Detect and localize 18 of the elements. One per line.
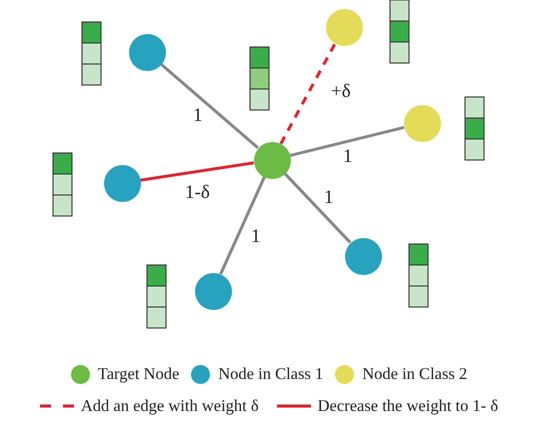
- edge-line: [140, 161, 254, 182]
- target-node-circle: [254, 142, 290, 178]
- edge-line: [279, 42, 337, 144]
- graph-node-circle: [344, 238, 382, 274]
- graph-node-circle: [128, 34, 166, 70]
- edge-line: [290, 126, 404, 158]
- edge-line: [160, 62, 259, 150]
- legend-text: Decrease the weight to 1- δ: [318, 396, 498, 416]
- graph-node-circle: [404, 104, 440, 142]
- legend-text: Target Node: [98, 364, 180, 384]
- legend-text: Node in Class 1: [218, 364, 324, 384]
- graph-node-circle: [194, 272, 232, 310]
- graph-node-circle: [104, 164, 140, 202]
- edge-line: [219, 176, 266, 275]
- graph-node-circle: [326, 8, 362, 46]
- legend-text: Node in Class 2: [362, 364, 468, 384]
- legend-text: Add an edge with weight δ: [80, 396, 259, 416]
- edge-line: [284, 172, 352, 244]
